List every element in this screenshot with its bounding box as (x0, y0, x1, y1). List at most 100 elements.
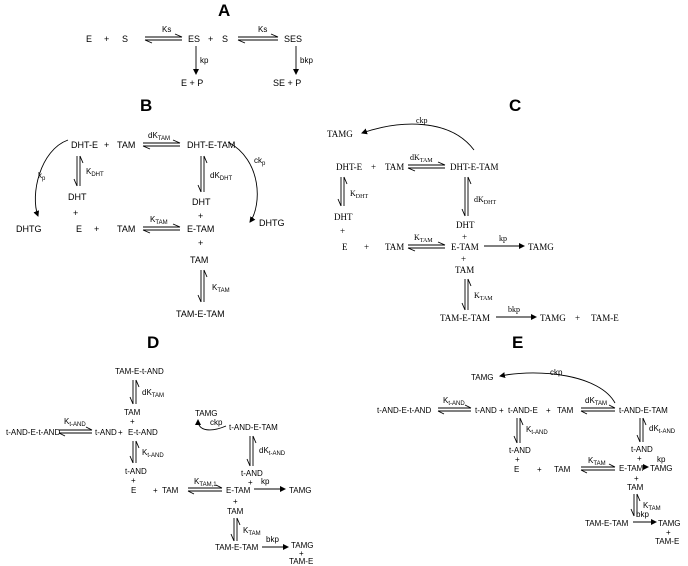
species-tam-e-tam: TAM-E-TAM (585, 519, 629, 528)
panel-d: D TAM-E-t-AND dKTAM TAM + t-AND-E-t-AND … (6, 333, 314, 566)
plus-sign: + (208, 34, 213, 44)
plus-sign: + (666, 528, 671, 537)
product-tamg: TAMG (658, 519, 681, 528)
plus-sign: + (461, 254, 466, 264)
rate-label-bkp: bkp (266, 535, 279, 544)
rate-label-k-tam: KTAM (588, 456, 606, 467)
species-t-and-e-t-and: t-AND-E-t-AND (6, 428, 60, 437)
product-tamg: TAMG (528, 242, 554, 252)
equilibrium-arrow (187, 484, 223, 495)
species-dht: DHT (456, 220, 475, 230)
rate-label-dk-dht: dKDHT (474, 195, 496, 206)
rate-label-k-t-and: Kt-AND (64, 417, 86, 428)
plus-sign: + (94, 224, 99, 234)
species-tam-e-tam: TAM-E-TAM (440, 313, 490, 323)
rate-label-k-tam: KTAM (414, 233, 433, 244)
equilibrium-arrow (142, 223, 181, 234)
curved-arrow (499, 372, 616, 404)
species-t-and-e-t-and: t-AND-E-t-AND (377, 406, 431, 415)
rate-label-ckp: ckp (210, 418, 223, 427)
species-t-and: t-AND (95, 428, 117, 437)
plus-sign: + (131, 476, 136, 485)
species-e-tam: E-TAM (226, 486, 251, 495)
rate-label-dk-dht: dKDHT (210, 171, 232, 182)
rate-label-k-tam: KTAM (150, 215, 168, 226)
species-dht-e: DHT-E (336, 162, 363, 172)
equilibrium-arrow (461, 278, 472, 311)
plus-sign: + (299, 549, 304, 558)
equilibrium-arrow (407, 241, 446, 252)
rate-label-dk-t-and: dKt-AND (259, 446, 286, 457)
species-tam: TAM (455, 265, 474, 275)
species-tam-e-t-and: TAM-E-t-AND (115, 367, 164, 376)
curved-arrow (227, 141, 258, 223)
product-dhtg: DHTG (259, 218, 285, 228)
plus-sign: + (233, 497, 238, 506)
rate-label-kp: kp (657, 455, 666, 464)
product-dhtg: DHTG (16, 224, 42, 234)
panel-d-title: D (147, 333, 159, 352)
species-ses: SES (284, 34, 302, 44)
curved-arrow (361, 123, 475, 151)
product-se-p: SE + P (273, 78, 301, 88)
species-tam-e-tam: TAM-E-TAM (215, 543, 259, 552)
equilibrium-arrow (230, 517, 241, 542)
equilibrium-arrow (246, 435, 257, 467)
rate-label-dk-tam: dKTAM (142, 388, 164, 399)
plus-sign: + (371, 162, 376, 172)
plus-sign: + (198, 211, 203, 221)
rate-label-bkp: bkp (300, 56, 313, 65)
product-tamg: TAMG (327, 129, 353, 139)
species-dht: DHT (334, 212, 353, 222)
plus-sign: + (634, 474, 639, 483)
panel-c: C TAMG ckp DHT-E + TAM dKTAM DHT-E-TAM K… (327, 96, 619, 323)
panel-b-title: B (140, 96, 152, 115)
plus-sign: + (118, 428, 123, 437)
species-tam: TAM (117, 224, 135, 234)
equilibrium-arrow (513, 417, 524, 444)
species-t-and: t-AND (509, 446, 531, 455)
equilibrium-arrow (437, 404, 472, 415)
equilibrium-arrow (58, 426, 93, 437)
equilibrium-arrow (237, 33, 279, 44)
rate-label-k-t-and: Kt-AND (443, 396, 465, 407)
plus-sign: + (546, 406, 551, 415)
species-e: E (131, 486, 136, 495)
panel-b: B DHT-E + TAM dKTAM DHT-E-TAM KDHT DHT +… (16, 96, 285, 319)
species-t-and: t-AND (631, 445, 653, 454)
product-tam-e: TAM-E (591, 313, 619, 323)
panel-a-title: A (218, 1, 230, 20)
rate-label-k-tam: KTAM (474, 291, 493, 302)
species-e-t-and: E-t-AND (128, 428, 158, 437)
species-dht-e-tam: DHT-E-TAM (450, 162, 498, 172)
species-e: E (342, 242, 348, 252)
equilibrium-arrow (636, 417, 647, 443)
species-tam: TAM (627, 483, 644, 492)
plus-sign: + (104, 34, 109, 44)
rate-label-ks: Ks (162, 25, 171, 34)
species-t-and-e-tam: t-AND-E-TAM (229, 423, 278, 432)
rate-label-dk-t-and: dKt-AND (649, 424, 676, 435)
equilibrium-arrow (129, 440, 140, 464)
equilibrium-arrow (580, 463, 616, 474)
plus-sign: + (248, 478, 253, 487)
product-tam-e: TAM-E (655, 537, 679, 546)
species-e: E (514, 465, 519, 474)
species-e-tam: E-TAM (187, 224, 214, 234)
plus-sign: + (462, 232, 467, 242)
species-t-and-e-tam: t-AND-E-TAM (619, 406, 668, 415)
rate-label-k-tam: KTAM (243, 526, 261, 537)
species-e: E (76, 224, 82, 234)
curved-arrow (33, 139, 69, 217)
plus-sign: + (104, 140, 109, 150)
equilibrium-arrow (580, 404, 616, 415)
rate-label-ckp: ckp (416, 116, 428, 125)
rate-label-kp: kp (38, 171, 46, 182)
equilibrium-arrow (197, 155, 208, 193)
species-dht: DHT (192, 197, 211, 207)
species-t-and: t-AND (241, 469, 263, 478)
species-s: S (222, 34, 228, 44)
plus-sign: + (73, 208, 78, 218)
panel-c-title: C (509, 96, 521, 115)
